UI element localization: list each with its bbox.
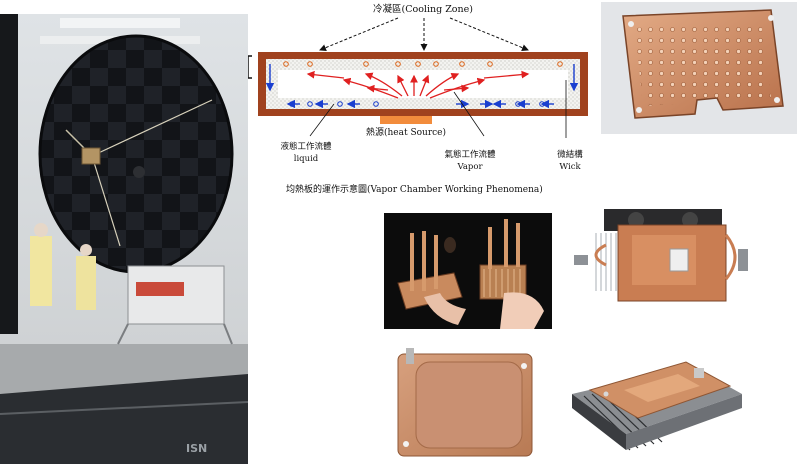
- vapor-chamber-plate-photo: [384, 338, 548, 460]
- liquid-label-cn: 液態工作流體: [280, 141, 332, 152]
- wick-label-cn: 微結構: [557, 149, 583, 160]
- vapor-chamber-diagram: 冷凝區(Cooling Zone): [248, 3, 588, 195]
- cooling-zone-label: 冷凝區(Cooling Zone): [373, 3, 473, 15]
- heat-pipe-hands-photo: [384, 213, 552, 329]
- copper-heatsink-fan-photo: [566, 205, 754, 311]
- vapor-leader: [453, 91, 485, 137]
- isn-watermark: ISN: [186, 442, 207, 455]
- copper-pin-plate-photo: [601, 2, 797, 134]
- vapor-chamber-heatsink-photo: [566, 338, 744, 456]
- liquid-label-en: liquid: [294, 154, 319, 164]
- vapor-label-cn: 氣態工作流體: [444, 149, 496, 160]
- vapor-label-en: Vapor: [456, 162, 483, 172]
- heat-source-block: [380, 116, 432, 124]
- antenna-dish-photo: ISN: [0, 14, 248, 464]
- diagram-caption: 均熱板的運作示意圖(Vapor Chamber Working Phenomen…: [286, 183, 543, 195]
- wick-label-en: Wick: [559, 162, 581, 172]
- liquid-leader: [309, 103, 335, 137]
- cooling-leader-right: [449, 17, 529, 51]
- heat-source-label: 熱源(heat Source): [366, 126, 446, 138]
- cooling-leader-left: [319, 17, 399, 51]
